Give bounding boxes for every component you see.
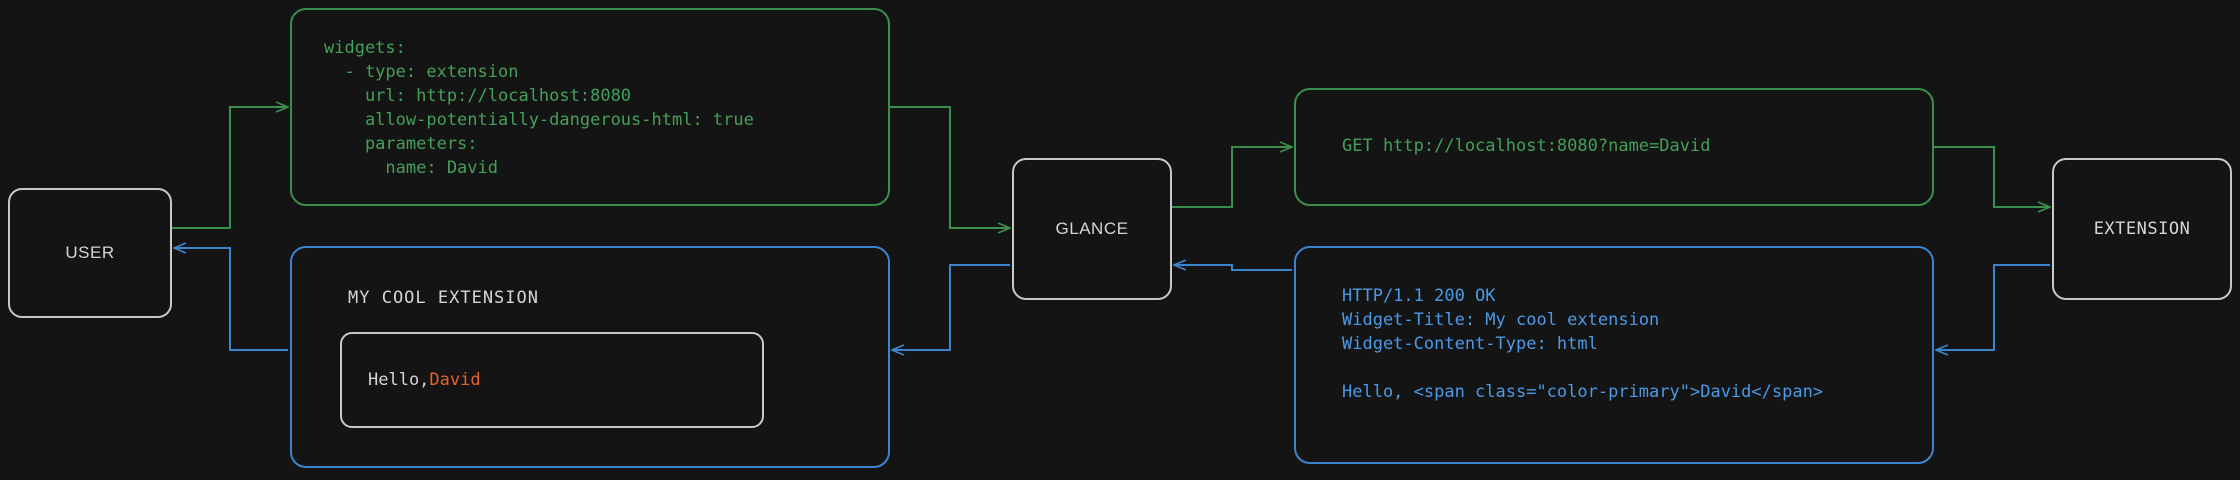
- widget-title: MY COOL EXTENSION: [348, 288, 539, 308]
- http-request-box: GET http://localhost:8080?name=David: [1294, 88, 1934, 206]
- http-response-headers: HTTP/1.1 200 OK Widget-Title: My cool ex…: [1342, 286, 1660, 354]
- arrow-extension-to-response: [1936, 264, 2050, 350]
- arrow-widget-to-user: [174, 248, 288, 351]
- arrow-request-to-extension: [1934, 146, 2050, 207]
- config-yaml-box: widgets: - type: extension url: http://l…: [290, 8, 890, 206]
- widget-greeting-prefix: Hello,: [368, 370, 430, 390]
- http-response-body: Hello, <span class="color-primary">David…: [1342, 382, 1824, 402]
- node-glance-label: GLANCE: [1055, 219, 1129, 238]
- http-response-box: HTTP/1.1 200 OK Widget-Title: My cool ex…: [1294, 246, 1934, 464]
- node-user[interactable]: USER: [8, 188, 172, 318]
- arrow-user-to-config: [172, 107, 288, 229]
- node-extension-label: EXTENSION: [2093, 219, 2191, 239]
- node-glance[interactable]: GLANCE: [1012, 158, 1172, 300]
- config-yaml-text: widgets: - type: extension url: http://l…: [324, 38, 754, 178]
- rendered-widget-box: MY COOL EXTENSION Hello, David: [290, 246, 890, 468]
- node-extension[interactable]: EXTENSION: [2052, 158, 2232, 300]
- node-user-label: USER: [65, 243, 115, 262]
- arrow-response-to-glance: [1174, 265, 1292, 271]
- response-blank-line: [1342, 356, 1932, 380]
- widget-content-card: Hello, David: [340, 332, 764, 428]
- arrow-glance-to-widget: [892, 264, 1010, 350]
- arrow-config-to-glance: [890, 106, 1010, 228]
- widget-greeting-name: David: [429, 370, 481, 390]
- arrow-glance-to-request: [1172, 147, 1292, 208]
- http-request-text: GET http://localhost:8080?name=David: [1342, 136, 1711, 156]
